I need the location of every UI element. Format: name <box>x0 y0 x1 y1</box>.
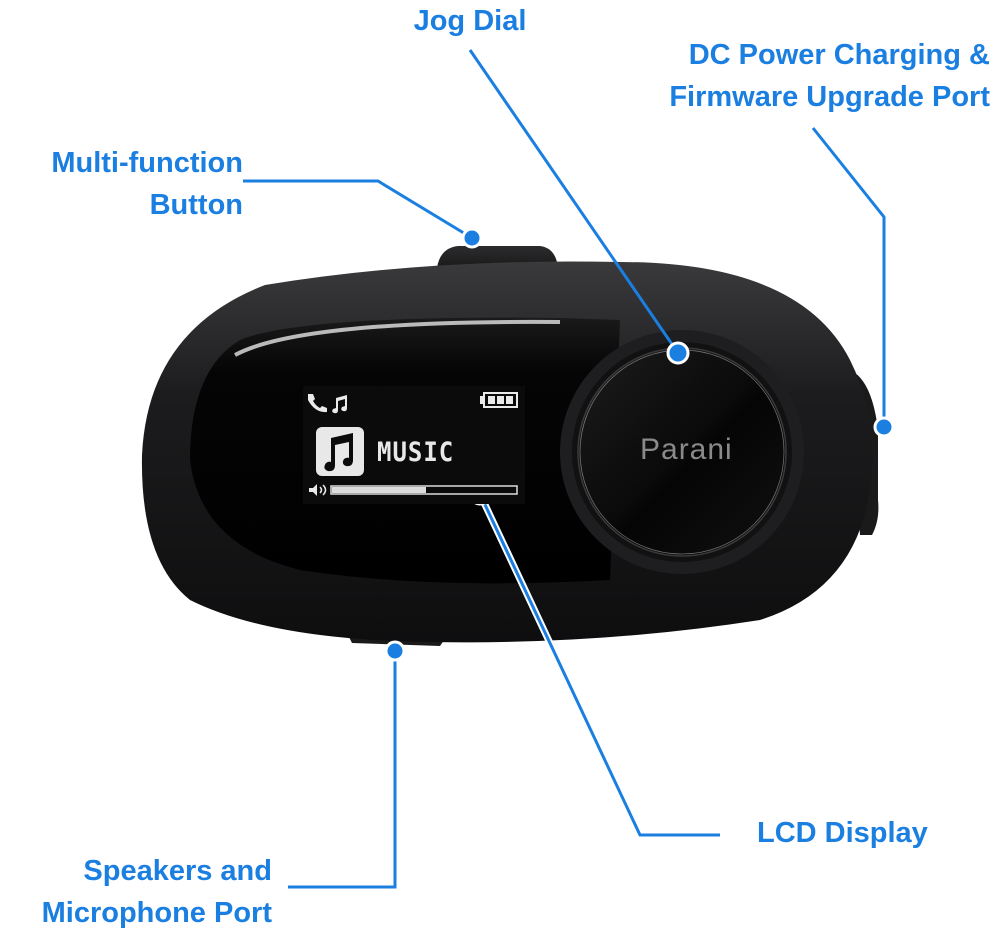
jog-dial-leader <box>468 49 680 354</box>
multi-function-dot <box>461 227 483 249</box>
callout-text: Button <box>149 189 243 221</box>
jog-dial-shape <box>560 330 804 574</box>
lcd-screen: MUSIC <box>303 386 525 504</box>
callout-text: LCD Display <box>757 817 928 849</box>
speakers-leader <box>288 651 397 889</box>
multi-function-leader <box>243 179 473 240</box>
callout-text: Firmware Upgrade Port <box>669 81 990 113</box>
phone-icon <box>308 394 327 413</box>
volume-bar <box>330 485 518 495</box>
lcd-mode-label: MUSIC <box>377 436 455 468</box>
callout-text: Jog Dial <box>413 5 527 37</box>
brand-logo: Parani <box>640 433 733 466</box>
callout-text: DC Power Charging & <box>688 39 990 71</box>
callout-text: Speakers and <box>83 855 272 887</box>
callout-text: Microphone Port <box>41 897 272 929</box>
dc-port-leader <box>811 127 886 427</box>
dc-port-dot <box>873 416 895 438</box>
callout-dc-power-port: DC Power Charging & Firmware Upgrade Por… <box>669 34 990 118</box>
jog-dial-dot <box>666 341 690 365</box>
callout-lcd-display: LCD Display <box>757 812 928 854</box>
lcd-leader <box>478 493 720 837</box>
callout-speakers-mic-port: Speakers and Microphone Port <box>42 850 272 934</box>
callout-jog-dial: Jog Dial <box>385 0 555 42</box>
speakers-dot <box>384 640 406 662</box>
speaker-volume-icon <box>309 484 327 496</box>
callout-text: Multi-function <box>51 147 243 179</box>
music-tile-icon <box>316 427 364 476</box>
callout-dots <box>384 227 895 662</box>
battery-full-icon <box>480 392 518 408</box>
leader-lines <box>243 49 886 889</box>
music-note-icon <box>332 395 347 414</box>
callout-multi-function-button: Multi-function Button <box>51 142 243 226</box>
